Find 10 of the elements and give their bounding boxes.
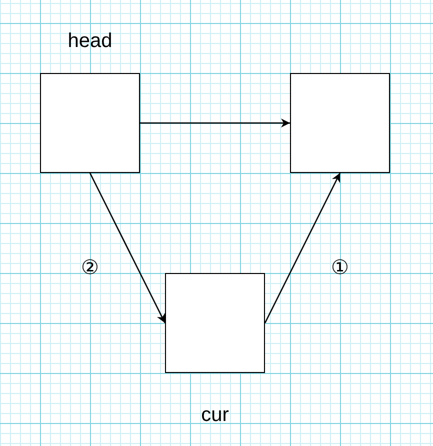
edge-label: ① [331,258,349,278]
square-box [165,273,265,373]
arrow [89,172,166,324]
edge-label: ② [81,258,99,278]
node-caption: head [68,30,112,53]
node-caption: cur [201,404,229,427]
square-box [40,73,140,173]
arrow [264,172,341,324]
square-box [290,73,390,173]
arrow [140,118,290,128]
